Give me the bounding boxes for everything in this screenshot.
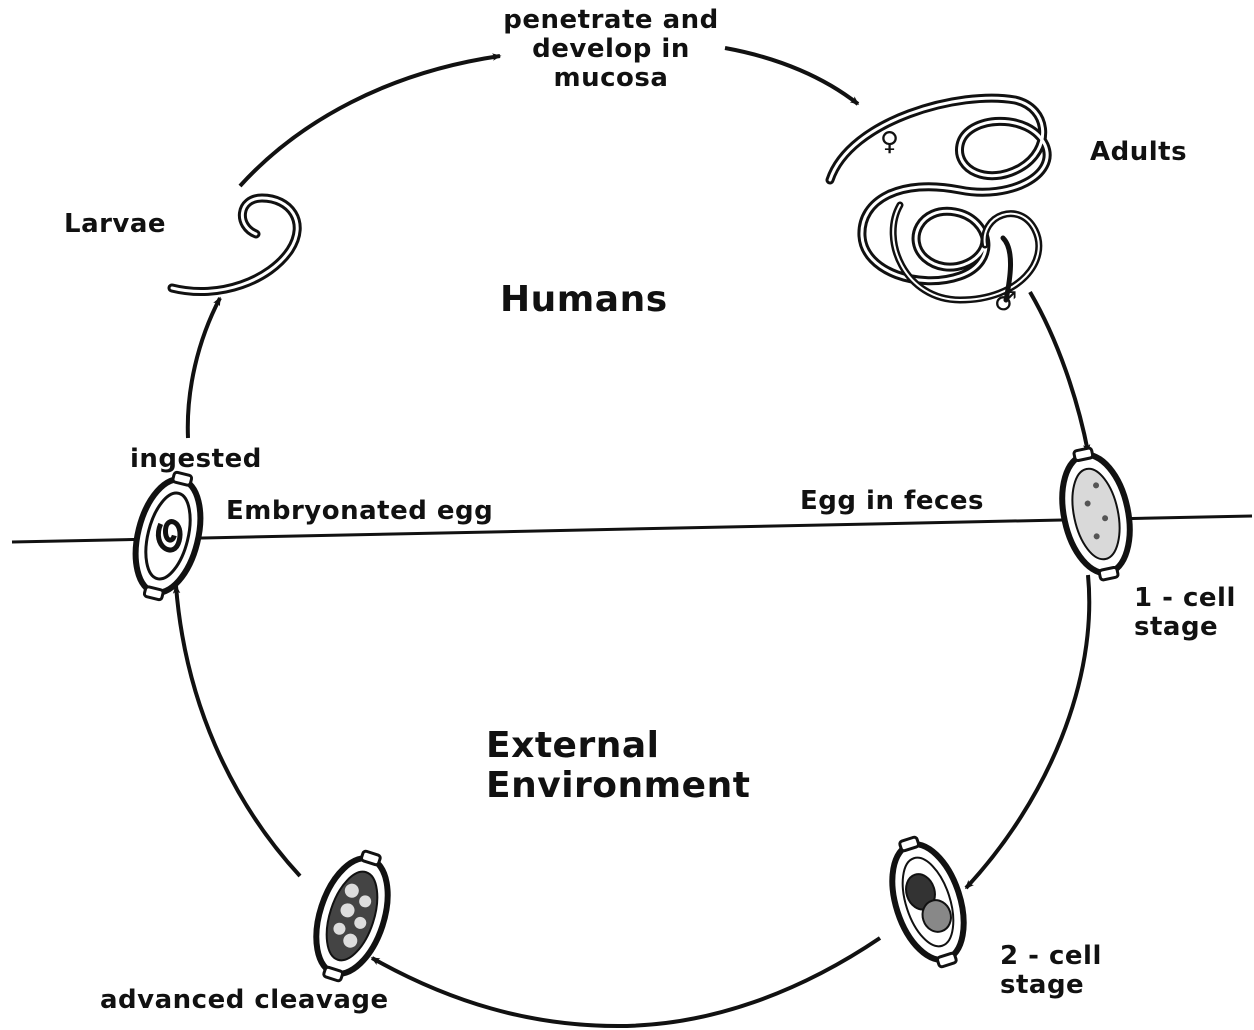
female-symbol: ♀: [880, 128, 900, 157]
arrow-egg-to-two-cell: [966, 575, 1089, 888]
two-cell-stage-label: 2 - cell stage: [1000, 942, 1102, 1000]
egg-in-feces-label: Egg in feces: [800, 487, 984, 516]
humans-region-label: Humans: [500, 280, 668, 320]
two-cell-line-2: stage: [1000, 971, 1102, 1000]
arrow-adults-to-egg: [1030, 292, 1088, 452]
embryonated-egg-label: Embryonated egg: [226, 497, 493, 526]
external-environment-region-label: External Environment: [486, 726, 750, 807]
larva-icon: [172, 198, 297, 292]
arrow-mucosa-to-adults: [725, 48, 858, 104]
penetrate-label: penetrate and develop in mucosa: [486, 6, 736, 93]
advanced-cleavage-label: advanced cleavage: [100, 986, 389, 1015]
male-symbol: ♂: [994, 288, 1018, 317]
larvae-label: Larvae: [64, 210, 166, 239]
adult-worms-icon: [830, 98, 1047, 300]
arrow-two-cell-to-advanced: [372, 938, 880, 1026]
embryonated-egg-icon: [123, 467, 212, 606]
external-line-2: Environment: [486, 766, 750, 806]
two-cell-line-1: 2 - cell: [1000, 942, 1102, 971]
adults-label: Adults: [1090, 138, 1187, 167]
one-cell-line-1: 1 - cell: [1134, 584, 1236, 613]
arrow-embryonated-to-larvae: [188, 298, 220, 438]
arrow-larvae-to-mucosa: [240, 56, 500, 186]
arrow-advanced-to-embryonated: [176, 586, 300, 876]
one-cell-line-2: stage: [1134, 613, 1236, 642]
one-cell-stage-label: 1 - cell stage: [1134, 584, 1236, 642]
penetrate-line-1: penetrate and: [486, 6, 736, 35]
external-line-1: External: [486, 726, 750, 766]
ingested-label: ingested: [130, 445, 262, 474]
two-cell-egg-icon: [877, 829, 979, 974]
penetrate-line-3: mucosa: [486, 64, 736, 93]
penetrate-line-2: develop in: [486, 35, 736, 64]
egg-in-feces-icon: [1051, 443, 1141, 585]
